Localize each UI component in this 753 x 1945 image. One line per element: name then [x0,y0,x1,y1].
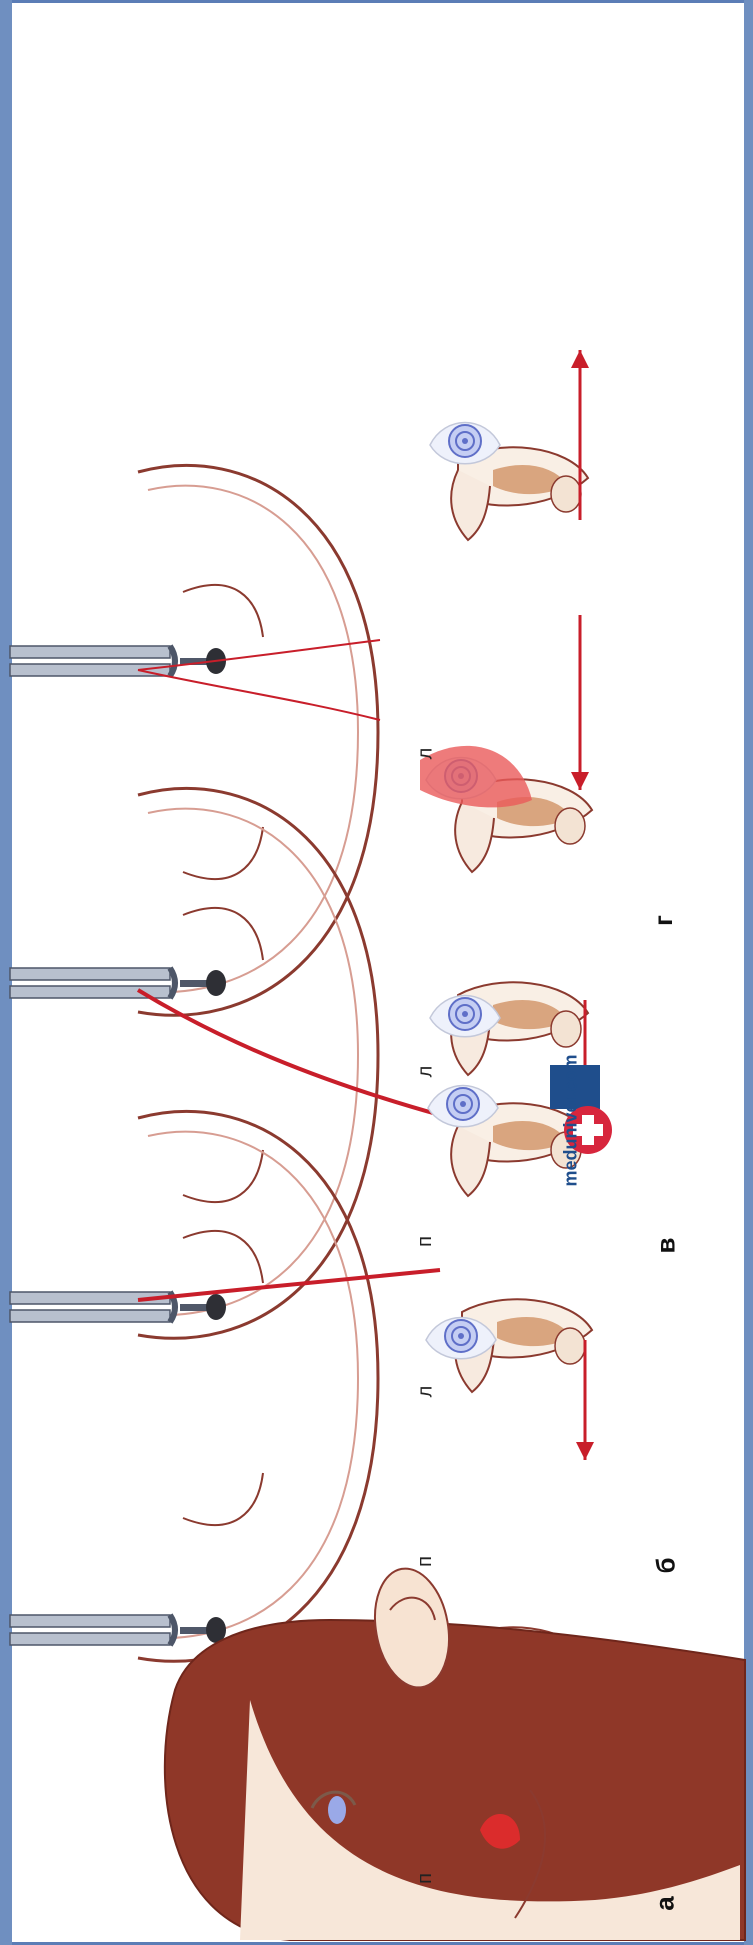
panel-label-a: а [650,1896,681,1910]
panel-d [10,1563,745,1940]
watermark-text: meduniver.com [561,1054,582,1186]
panel-label-c: в [650,1238,681,1254]
panel-a-left-label: п [414,1873,437,1884]
panel-label-d: г [648,915,679,926]
panel-b-right-label: л [414,1066,437,1078]
panel-b-left-label: п [414,1556,437,1567]
panel-label-b: б [651,1557,682,1573]
panel-a-right-label: л [414,1386,437,1398]
panel-a [10,350,588,1075]
panel-c-left-label: п [414,1236,437,1247]
panel-c-right-label: л [414,748,437,760]
